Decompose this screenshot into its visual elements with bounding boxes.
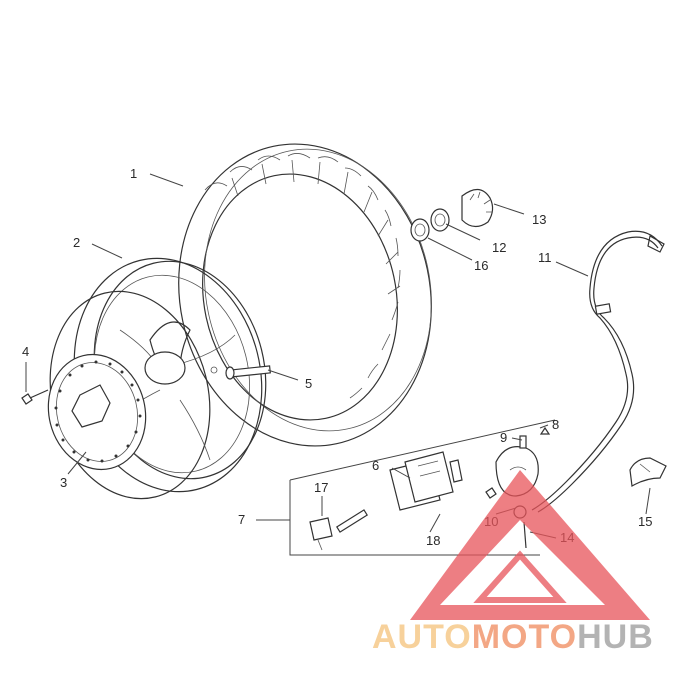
watermark-inner-triangle-icon <box>473 550 567 603</box>
callout-9: 9 <box>500 430 507 445</box>
callout-5: 5 <box>305 376 312 391</box>
brake-disc <box>47 353 147 471</box>
watermark-hub: HUB <box>577 618 654 656</box>
callout-3: 3 <box>60 475 67 490</box>
watermark-auto: AUTO <box>372 618 472 656</box>
callout-7: 7 <box>238 512 245 527</box>
brake-hose <box>531 230 665 513</box>
callout-1: 1 <box>130 166 137 181</box>
callout-8: 8 <box>552 417 559 432</box>
callout-labels: 1 2 3 4 5 6 7 8 9 10 11 12 13 14 15 16 1… <box>22 166 652 548</box>
callout-11: 11 <box>538 250 552 265</box>
caliper-kit-frame <box>289 419 556 556</box>
callout-13: 13 <box>532 212 546 227</box>
bleeder-valve <box>519 426 551 449</box>
axle-bolt <box>210 365 271 380</box>
callout-18: 18 <box>426 533 440 548</box>
disc-holes <box>54 360 142 463</box>
spacer-16 <box>410 218 430 242</box>
watermark-moto: MOTO <box>472 618 577 656</box>
caliper-bolt <box>485 487 497 499</box>
watermark: AUTOMOTOHUB <box>372 470 654 656</box>
disc-bolt <box>21 389 49 405</box>
gear-13 <box>461 188 494 228</box>
callout-6: 6 <box>372 458 379 473</box>
callout-17: 17 <box>314 480 328 495</box>
callout-16: 16 <box>474 258 488 273</box>
tyre <box>178 143 432 447</box>
bearing-12 <box>430 208 450 232</box>
watermark-triangle-icon <box>410 470 650 620</box>
rim <box>49 257 267 500</box>
callout-15: 15 <box>638 514 652 529</box>
callout-4: 4 <box>22 344 29 359</box>
hose-bracket <box>629 457 667 487</box>
pad-pin-kit <box>309 509 368 551</box>
leader-lines <box>25 173 651 539</box>
callout-2: 2 <box>73 235 80 250</box>
watermark-text: AUTOMOTOHUB <box>372 618 654 656</box>
brake-pads <box>389 451 463 511</box>
callout-12: 12 <box>492 240 506 255</box>
